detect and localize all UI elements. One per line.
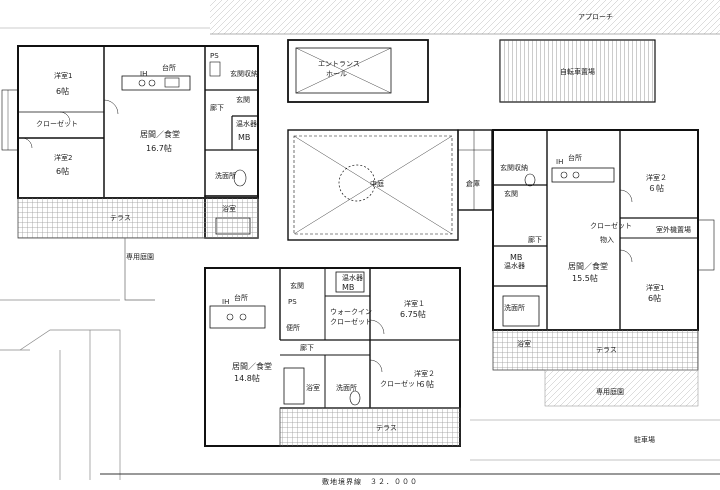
unit-b-entry: 玄関 [290,282,304,290]
unit-b-bed1-size: 6.75帖 [400,310,426,319]
unit-c-bath: 浴室 [517,340,531,348]
right-parking [470,419,720,461]
unit-b-closet: クローゼット [380,380,422,388]
unit-a-living: 居間／食堂 [140,130,180,139]
unit-a-bed2-size: 6帖 [56,167,70,176]
unit-a-wic: 玄関収納 [230,70,258,78]
unit-b-bath: 浴室 [306,384,320,392]
approach-label: アプローチ [578,13,613,21]
unit-c-bed1: 洋室1 [646,284,665,292]
unit-c-storage: 物入 [600,236,614,244]
unit-c-outdoor-unit: 室外機置場 [656,226,691,234]
unit-b-toilet: 便所 [286,324,300,332]
unit-b-ih: IH [222,298,230,306]
unit-a-bed1-size: 6帖 [56,87,70,96]
unit-c-entry: 玄関 [504,190,518,198]
unit-c-wash: 洗面所 [504,304,525,312]
unit-a-wash: 洗面所 [215,172,236,180]
unit-a-living-size: 16.7帖 [146,144,172,153]
unit-b-terrace [279,407,461,447]
unit-a-water: 温水器 [236,120,257,128]
entrance-label-2: ホール [326,70,347,78]
unit-b-terrace: テラス [376,424,397,432]
bike-parking-label: 自転車置場 [560,68,595,76]
unit-a-garden-edge [124,238,155,301]
unit-b-wic-2: クローゼット [330,318,372,326]
entrance-label: エントランス [318,60,360,68]
unit-b-living-size: 14.8帖 [234,374,260,383]
unit-c-closet: クローゼット [590,222,632,230]
unit-c-terrace: テラス [596,346,617,354]
unit-c-garden [544,369,699,407]
unit-c-entry-storage: 玄関収納 [500,164,528,172]
unit-c-bed2-size: ６帖 [648,184,664,193]
unit-a-terrace: テラス [110,214,131,222]
unit-c-kitchen: 台所 [568,154,582,162]
unit-b-bed2-size: ６帖 [418,380,434,389]
unit-c-terrace [492,329,699,371]
unit-a-ps: PS [210,52,219,60]
unit-a-bed1: 洋室1 [54,72,73,80]
unit-b-mb: MB [342,283,355,292]
unit-c-living: 居間／食堂 [568,262,608,271]
unit-b-living: 居間／食堂 [232,362,272,371]
unit-c-garden: 専用庭園 [596,388,624,396]
unit-b-hall: 廊下 [300,344,314,352]
unit-a-mb: MB [238,133,251,142]
unit-a-garden: 専用庭園 [126,253,154,261]
courtyard-label: 中庭 [370,180,384,188]
storage-label: 倉庫 [466,180,480,188]
unit-a-entry: 玄関 [236,96,250,104]
unit-a-terrace [17,197,259,239]
unit-a-kitchen: 台所 [162,64,176,72]
left-parking [0,299,121,480]
unit-c-parking: 駐車場 [634,436,655,444]
unit-b-bed2: 洋室２ [414,370,435,378]
unit-c-living-size: 15.5帖 [572,274,598,283]
unit-b-ps: PS [288,298,297,306]
unit-a-bath: 浴室 [222,205,236,213]
unit-b-kitchen: 台所 [234,294,248,302]
unit-c-ih: IH [556,158,564,166]
unit-b-wic: ウォークイン [330,308,372,316]
unit-c-bed2: 洋室２ [646,174,667,182]
unit-a-hall: 廊下 [210,104,224,112]
unit-b-water: 温水器 [342,274,363,282]
approach-area [0,0,720,35]
unit-a-bed2: 洋室2 [54,154,73,162]
unit-a-ih: IH [140,70,148,78]
unit-b-wash: 洗面所 [336,384,357,392]
unit-c-water: 温水器 [504,262,525,270]
unit-b-bed1: 洋室１ [404,300,425,308]
central-block [287,39,656,241]
unit-c-mb: MB [510,253,523,262]
unit-c-hall: 廊下 [528,236,542,244]
unit-c-bed1-size: 6帖 [648,294,662,303]
unit-a-closet: クローゼット [36,120,78,128]
site-dimension-label: 敷地境界線 ３２．０００ [322,478,418,486]
